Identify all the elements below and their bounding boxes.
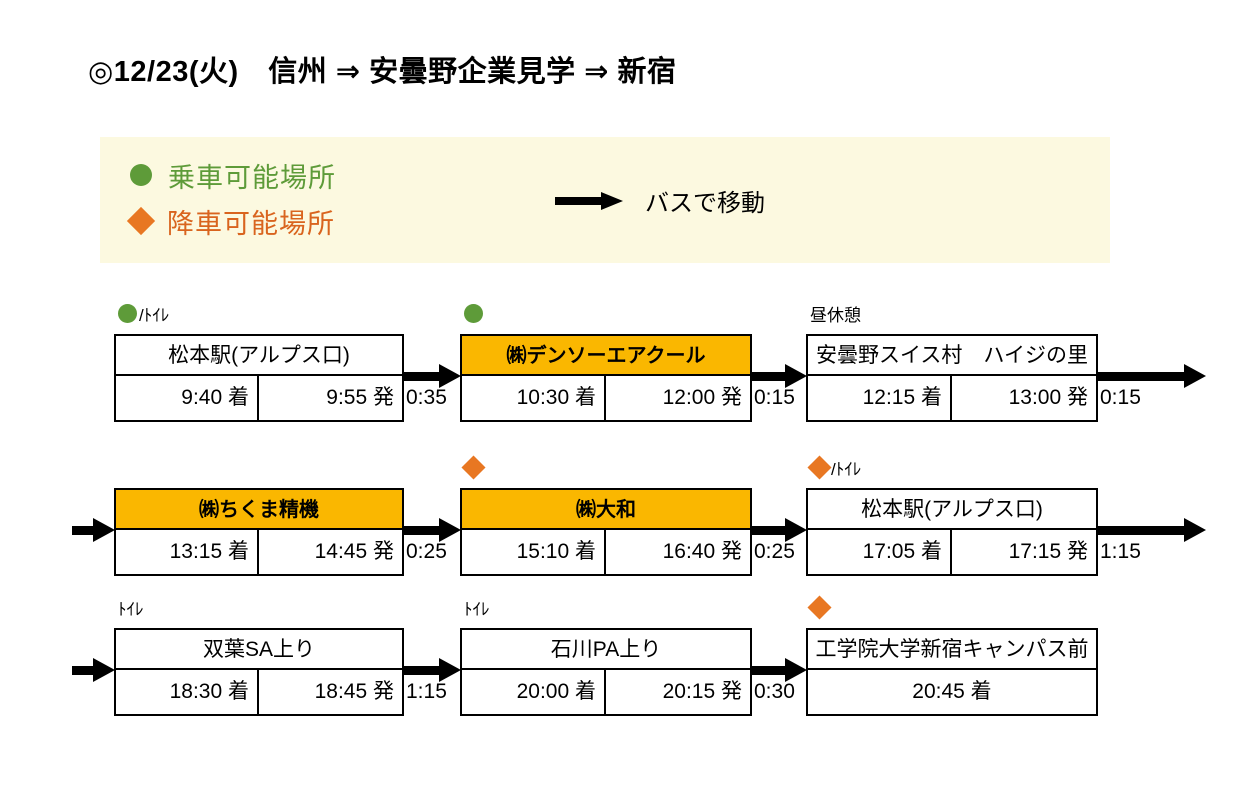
stop-marker [464,298,483,328]
legend-panel: 乗車可能場所 降車可能場所 バスで移動 [100,137,1110,263]
departure-time: 18:45 発 [314,680,394,703]
station-times: 9:40 着 9:55 発 [116,376,402,420]
station-times: 17:05 着 17:15 発 [808,530,1096,574]
right-arrow-icon [555,191,623,210]
station-times: 18:30 着 18:45 発 [116,670,402,714]
station-name: ㈱ちくま精機 [116,490,402,530]
stop-marker [807,592,832,622]
orange-diamond-icon [807,594,832,620]
arrival-time: 13:15 着 [116,530,259,574]
orange-diamond-icon [807,454,832,480]
departure-time: 20:15 発 [662,680,742,703]
station-times: 10:30 着 12:00 発 [462,376,750,420]
stop-marker-label: /ﾄｲﾚ [831,459,862,479]
station-box[interactable]: 工学院大学新宿キャンパス前 20:45 着 [806,628,1098,716]
stop-marker: /ﾄｲﾚ [807,452,862,482]
travel-duration: 0:15 [754,386,795,409]
arrival-time: 20:45 着 [912,680,992,703]
orange-diamond-icon [126,206,156,236]
legend-item-bus-move: バスで移動 [555,183,765,218]
travel-duration: 0:30 [754,680,795,703]
station-name: ㈱デンソーエアクール [462,336,750,376]
station-times: 20:45 着 [808,670,1096,714]
stop-marker: /ﾄｲﾚ [118,298,169,328]
arrival-time: 18:30 着 [116,670,259,714]
stop-marker-label: 昼休憩 [810,305,861,325]
departure-time: 12:00 発 [662,386,742,409]
page-title: ◎12/23(火) 信州 ⇒ 安曇野企業見学 ⇒ 新宿 [88,56,677,88]
departure-time: 14:45 発 [314,540,394,563]
station-name: 安曇野スイス村 ハイジの里 [808,336,1096,376]
station-box[interactable]: 松本駅(アルプス口)17:05 着 17:15 発 [806,488,1098,576]
station-times: 12:15 着 13:00 発 [808,376,1096,420]
stop-marker: 昼休憩 [810,298,861,328]
stop-marker: ﾄｲﾚ [464,592,490,622]
station-times: 15:10 着 16:40 発 [462,530,750,574]
departure-time: 13:00 発 [1008,386,1088,409]
station-name: ㈱大和 [462,490,750,530]
station-name: 松本駅(アルプス口) [808,490,1096,530]
station-times: 13:15 着 14:45 発 [116,530,402,574]
station-name: 松本駅(アルプス口) [116,336,402,376]
stop-marker-label: ﾄｲﾚ [464,599,490,619]
station-name: 石川PA上り [462,630,750,670]
arrival-time: 20:00 着 [462,670,606,714]
timeline-row: /ﾄｲﾚ 松本駅(アルプス口)9:40 着 9:55 発 0:35 ㈱デンソーエアクール… [0,298,1237,428]
station-times: 20:00 着 20:15 発 [462,670,750,714]
station-box[interactable]: 松本駅(アルプス口)9:40 着 9:55 発 [114,334,404,422]
legend-item-boarding: 乗車可能場所 [130,153,336,197]
travel-duration: 1:15 [1100,540,1141,563]
station-name: 工学院大学新宿キャンパス前 [808,630,1096,670]
arrival-time: 12:15 着 [808,376,952,420]
legend-boarding-label: 乗車可能場所 [168,162,336,193]
travel-duration: 0:35 [406,386,447,409]
travel-duration: 0:25 [406,540,447,563]
departure-time: 16:40 発 [662,540,742,563]
travel-duration: 1:15 [406,680,447,703]
legend-move-label: バスで移動 [645,190,765,217]
arrival-time: 10:30 着 [462,376,606,420]
stop-marker-label: ﾄｲﾚ [118,599,144,619]
green-circle-icon [130,164,152,186]
legend-item-alighting: 降車可能場所 [126,199,336,243]
legend-marker-list: 乗車可能場所 降車可能場所 [126,153,336,245]
stop-marker: ﾄｲﾚ [118,592,144,622]
green-circle-icon [464,303,483,323]
travel-duration: 0:25 [754,540,795,563]
arrival-time: 15:10 着 [462,530,606,574]
arrival-time: 9:40 着 [116,376,259,420]
stop-marker-label: /ﾄｲﾚ [139,305,170,325]
departure-time: 9:55 発 [326,386,394,409]
station-name: 双葉SA上り [116,630,402,670]
green-circle-icon [118,303,137,323]
arrival-time: 17:05 着 [808,530,952,574]
legend-alighting-label: 降車可能場所 [167,208,335,239]
travel-duration: 0:15 [1100,386,1141,409]
orange-diamond-icon [461,454,486,480]
departure-time: 17:15 発 [1008,540,1088,563]
stop-marker [461,452,486,482]
